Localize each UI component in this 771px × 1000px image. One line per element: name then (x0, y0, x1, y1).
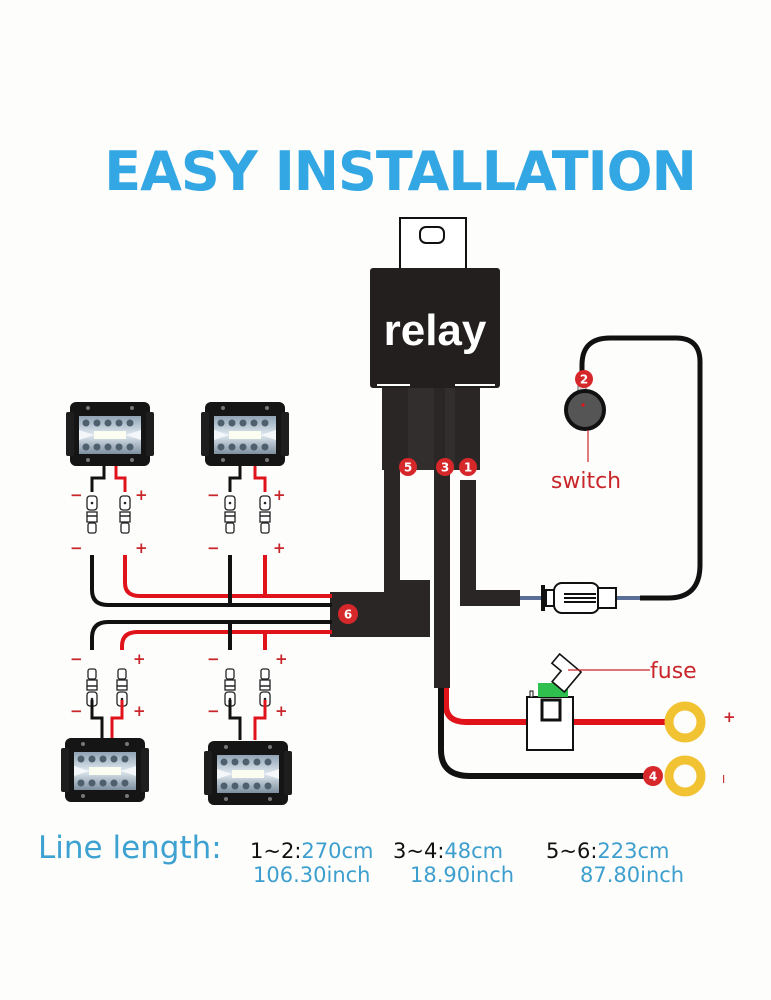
svg-text:1: 1 (464, 461, 472, 475)
led-light-bar-icon (201, 402, 289, 466)
inline-connector (541, 582, 617, 614)
svg-text:5: 5 (404, 461, 412, 475)
segment-5-6-inch: 87.80inch (580, 863, 684, 887)
harness-pin3 (434, 470, 450, 688)
minus-label: − (70, 486, 83, 504)
light-top-left: − + − + (66, 402, 154, 557)
pin-badge-3: 3 (436, 458, 454, 476)
segment-5-6: 5~6:223cm (546, 839, 670, 863)
pin-badge-1: 1 (459, 458, 477, 476)
switch[interactable] (564, 382, 606, 431)
light-bottom-left: − + − + (61, 650, 149, 802)
light-top-right: − + − + (201, 402, 289, 557)
pin-badge-5: 5 (399, 458, 417, 476)
fuse-label: fuse (650, 659, 697, 684)
page-title: EASY INSTALLATION (104, 140, 696, 203)
top-lights-wiring (90, 555, 332, 607)
pin-badge-4: 4 (643, 766, 663, 786)
svg-text:4: 4 (649, 770, 657, 784)
switch-wire (579, 335, 703, 601)
minus-label: − (70, 539, 83, 557)
light-bottom-right: − + − + (204, 650, 292, 805)
plus-label: + (135, 539, 148, 557)
minus-label: − (70, 650, 83, 668)
pin-badge-6: 6 (338, 604, 358, 624)
black-ground-wire (438, 688, 655, 779)
plus-label: + (273, 486, 286, 504)
svg-text:6: 6 (344, 608, 352, 622)
red-power-wire (443, 688, 670, 725)
plus-label: + (273, 539, 286, 557)
relay-label: relay (384, 306, 487, 355)
svg-text:2: 2 (580, 373, 588, 387)
segment-1-2: 1~2:270cm (250, 839, 374, 863)
fuse-holder (526, 652, 583, 751)
plus-label: + (133, 650, 146, 668)
positive-terminal-label: + (723, 708, 736, 726)
minus-label: − (207, 486, 220, 504)
segment-3-4: 3~4:48cm (393, 839, 503, 863)
ring-terminal-positive (664, 701, 706, 743)
relay: relay (370, 217, 500, 470)
plus-label: + (275, 650, 288, 668)
connector-icon (224, 495, 236, 534)
minus-label: − (70, 702, 83, 720)
line-length-legend: Line length: 1~2:270cm 106.30inch 3~4:48… (38, 830, 684, 887)
minus-label: − (207, 650, 220, 668)
led-light-bar-icon (66, 402, 154, 466)
pin-badge-2: 2 (575, 370, 593, 388)
ring-terminal-negative (664, 755, 706, 797)
led-light-bar-icon (204, 741, 292, 805)
minus-label: − (207, 702, 220, 720)
led-light-bar-icon (61, 738, 149, 802)
negative-terminal-label: I (722, 773, 725, 786)
line-length-label: Line length: (38, 830, 222, 866)
plus-label: + (275, 702, 288, 720)
plus-label: + (133, 702, 146, 720)
bottom-lights-wiring (90, 620, 332, 650)
segment-3-4-inch: 18.90inch (410, 863, 514, 887)
minus-label: − (207, 539, 220, 557)
segment-1-2-inch: 106.30inch (253, 863, 370, 887)
switch-label: switch (551, 469, 621, 494)
plus-label: + (135, 486, 148, 504)
harness-pin1 (460, 480, 520, 606)
connector-icon (86, 495, 98, 534)
connector-icon (259, 495, 271, 534)
svg-text:3: 3 (441, 461, 449, 475)
connector-icon (119, 495, 131, 534)
